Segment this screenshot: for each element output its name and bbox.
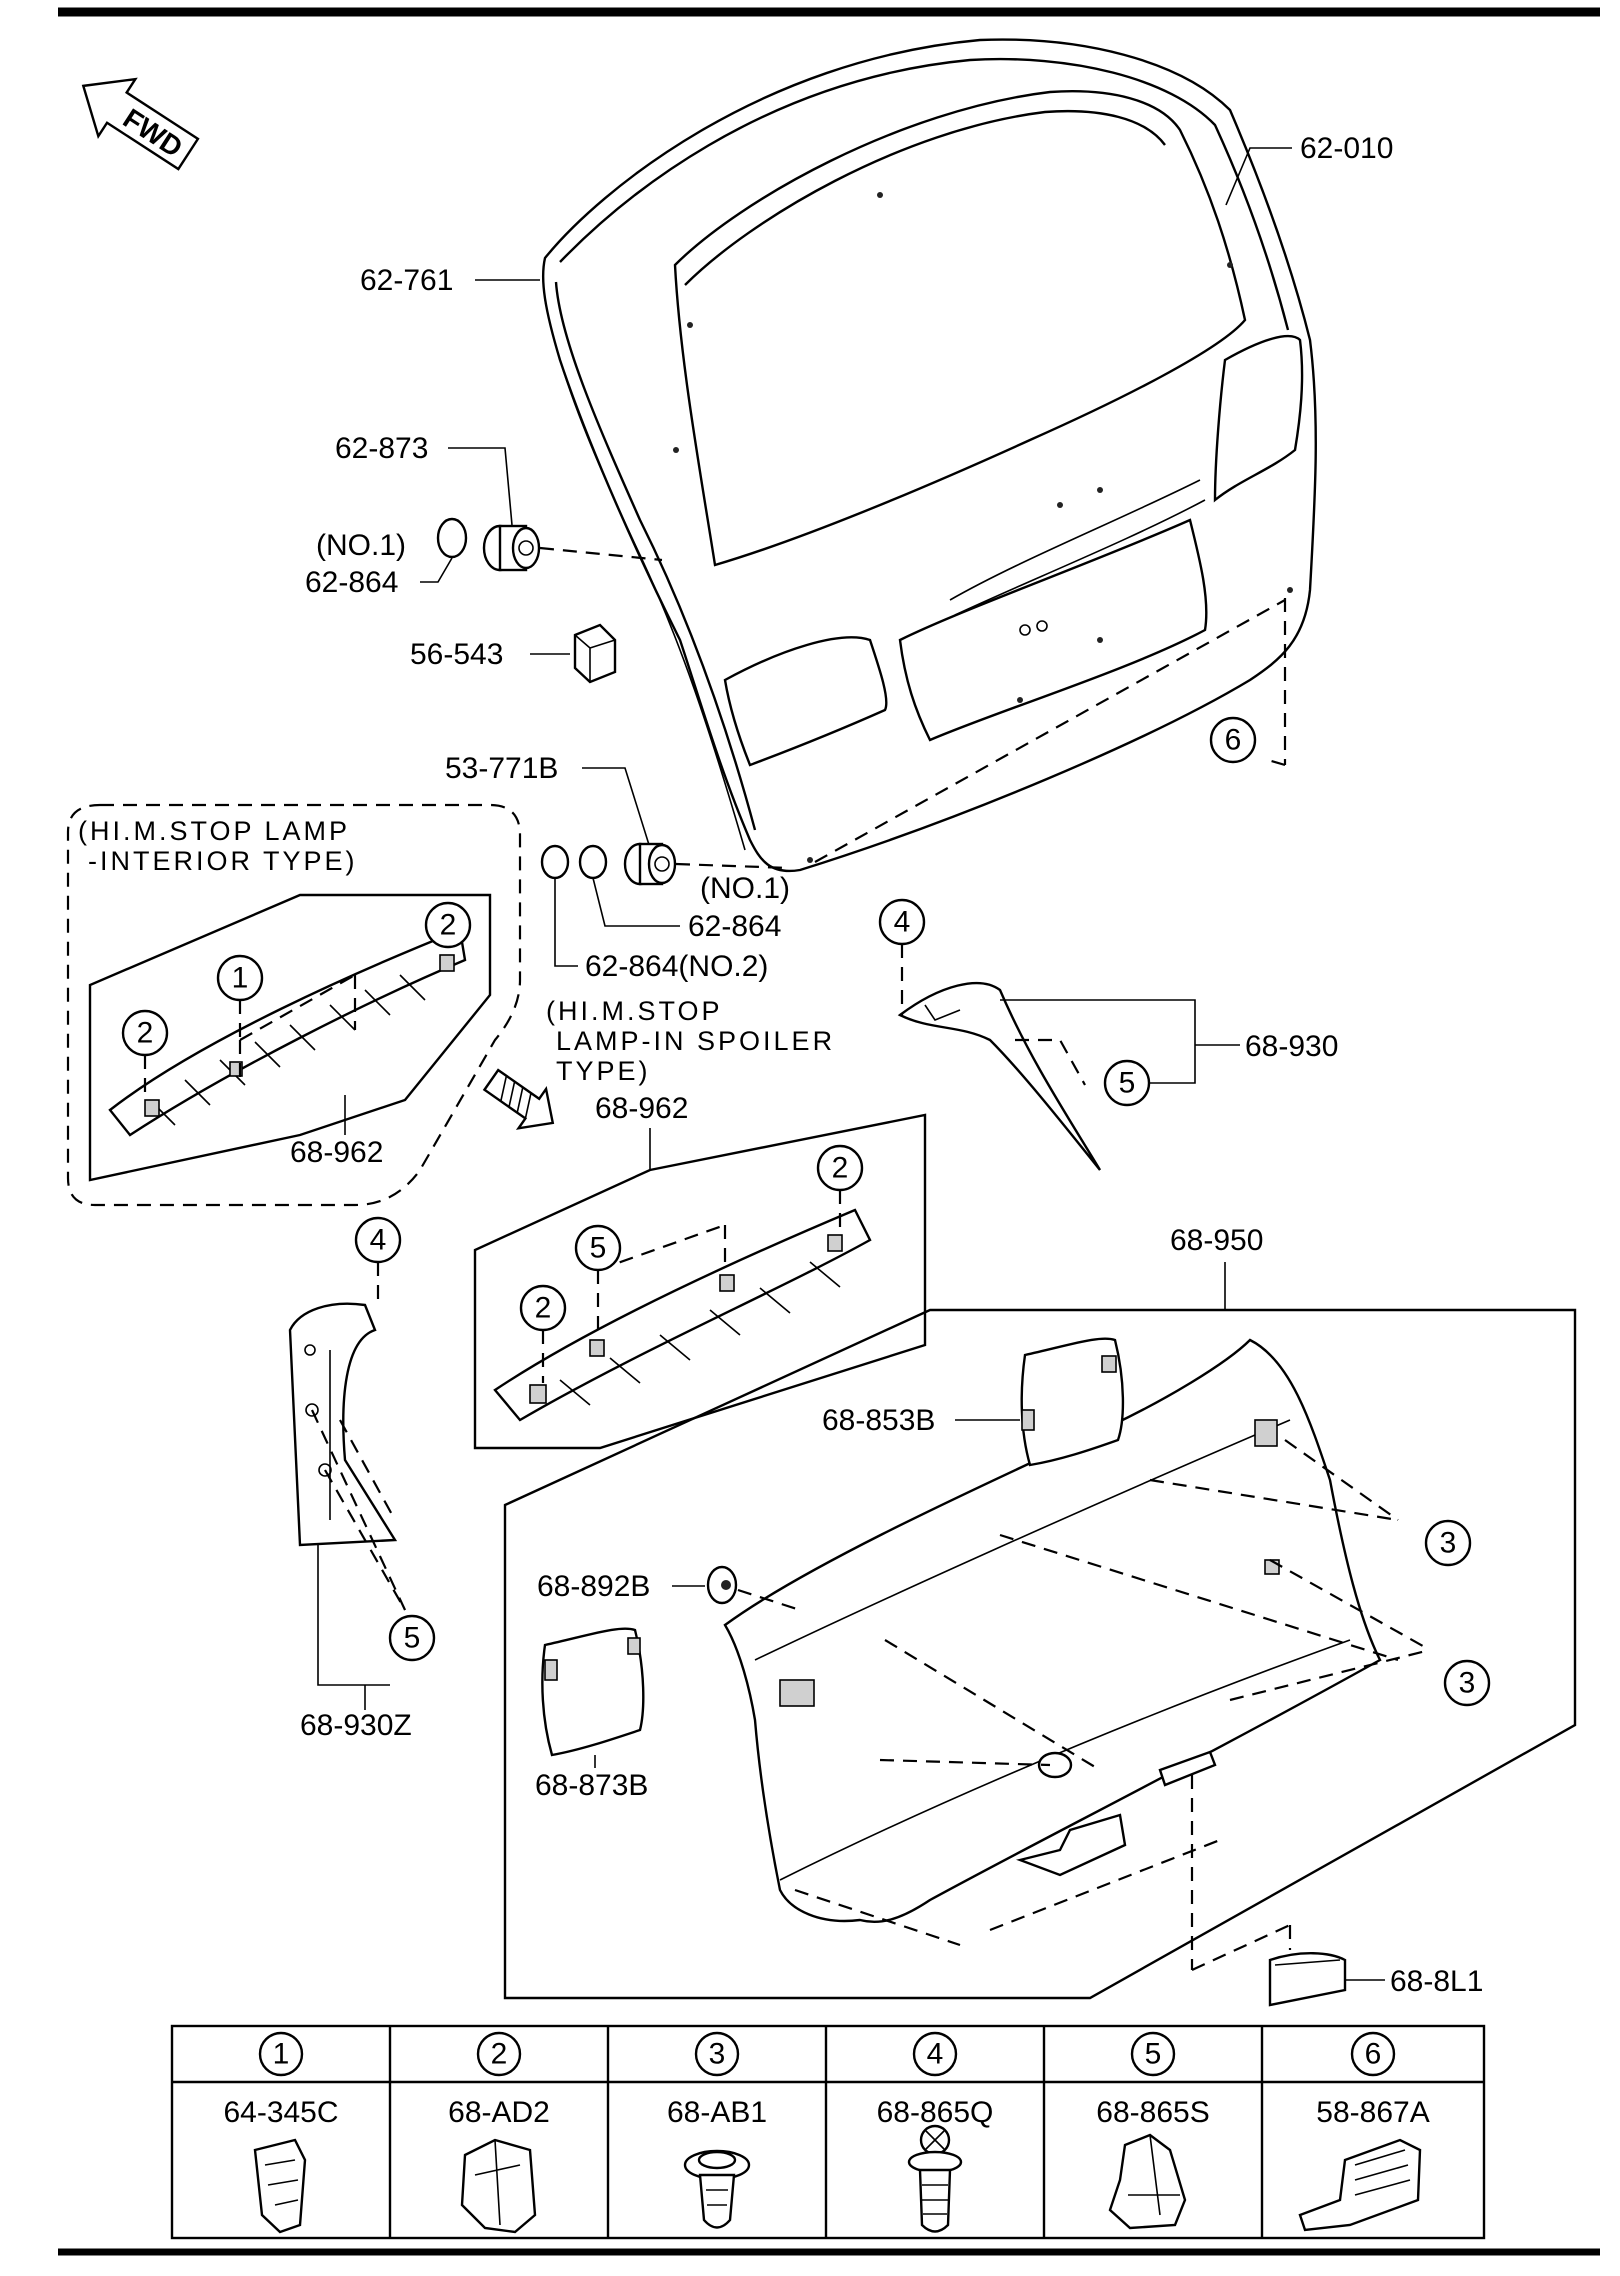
marker-2-interior-left: 2 xyxy=(137,1017,154,1050)
direction-arrow-icon xyxy=(482,1068,555,1130)
callout-68-930: 68-930 xyxy=(1245,1030,1338,1063)
fwd-arrow-icon: FWD xyxy=(81,77,200,171)
table-header-4: 4 xyxy=(927,2038,944,2071)
callout-62-864-mid: 62-864 xyxy=(688,910,781,943)
interior-garnish-part xyxy=(108,928,467,1137)
callout-62-864-top: 62-864 xyxy=(305,566,398,599)
note-interior-line1: (HI.M.STOP LAMP xyxy=(78,816,350,846)
license-lamp-part xyxy=(1268,1952,1347,2007)
marker-2-spoiler-right: 2 xyxy=(832,1152,849,1185)
marker-2-interior-right: 2 xyxy=(440,909,457,942)
damper-rubber-icon xyxy=(482,524,541,572)
liftgate-panel xyxy=(541,38,1317,873)
marker-4-lower: 4 xyxy=(370,1224,387,1257)
stopper-rubber-icon xyxy=(623,842,677,886)
note-spoiler-line1: (HI.M.STOP xyxy=(546,996,723,1026)
callout-56-543: 56-543 xyxy=(410,638,503,671)
note-interior-line2: -INTERIOR TYPE) xyxy=(88,846,358,876)
clip-68-865s-icon xyxy=(1108,2133,1187,2230)
callout-62-864-top-no: (NO.1) xyxy=(316,529,406,562)
clip-68-ad2-icon xyxy=(460,2138,537,2234)
marker-5-upper: 5 xyxy=(1119,1067,1136,1100)
plug-no1-icon xyxy=(578,844,608,880)
table-header-3: 3 xyxy=(709,2038,726,2071)
cover-853b-part xyxy=(1020,1337,1125,1467)
table-header-6: 6 xyxy=(1365,2038,1382,2071)
clip-58-867a-icon xyxy=(1298,2138,1422,2232)
note-spoiler-line2: LAMP-IN SPOILER xyxy=(556,1026,835,1056)
plug-icon xyxy=(436,517,468,559)
table-part-2: 68-AD2 xyxy=(448,2096,550,2129)
callout-68-892b: 68-892B xyxy=(537,1570,650,1603)
clip-64-345c-icon xyxy=(253,2138,307,2234)
spoiler-lamp-panel-frame xyxy=(473,1113,927,1450)
marker-5-spoiler: 5 xyxy=(590,1232,607,1265)
table-part-6: 58-867A xyxy=(1316,2096,1429,2129)
callout-68-873b: 68-873B xyxy=(535,1769,648,1802)
marker-3-upper: 3 xyxy=(1440,1527,1457,1560)
bolt-68-865q-icon xyxy=(907,2124,963,2233)
callout-68-962-interior: 68-962 xyxy=(290,1136,383,1169)
interior-type-box xyxy=(66,803,522,1207)
table-header-5: 5 xyxy=(1145,2038,1162,2071)
callout-68-930z: 68-930Z xyxy=(300,1709,412,1742)
pad-icon xyxy=(573,623,617,684)
table-part-4: 68-865Q xyxy=(877,2096,994,2129)
spoiler-garnish-part xyxy=(493,1208,872,1422)
callout-62-864-mid-no: (NO.1) xyxy=(700,872,790,905)
plug-no2-icon xyxy=(540,844,570,880)
marker-2-spoiler-left: 2 xyxy=(535,1292,552,1325)
clip-892b-part xyxy=(706,1565,738,1605)
callout-62-761: 62-761 xyxy=(360,264,453,297)
marker-4-upper: 4 xyxy=(894,906,911,939)
side-trim-upper-part xyxy=(897,982,1102,1171)
callout-68-853b: 68-853B xyxy=(822,1404,935,1437)
callout-53-771b: 53-771B xyxy=(445,752,558,785)
cover-873b-part xyxy=(541,1627,645,1757)
callout-68-950: 68-950 xyxy=(1170,1224,1263,1257)
note-spoiler-line3: TYPE) xyxy=(556,1056,651,1086)
table-part-1: 64-345C xyxy=(223,2096,338,2129)
table-part-5: 68-865S xyxy=(1096,2096,1209,2129)
table-part-3: 68-AB1 xyxy=(667,2096,767,2129)
callout-68-962-spoiler: 68-962 xyxy=(595,1092,688,1125)
table-header-1: 1 xyxy=(273,2038,290,2071)
callout-62-864-no2: 62-864(NO.2) xyxy=(585,950,768,983)
callout-62-010: 62-010 xyxy=(1300,132,1393,165)
fastener-table: 1 2 3 4 5 6 64-345C 68-AD2 68-AB1 68-865… xyxy=(170,2024,1486,2240)
clip-68-ab1-icon xyxy=(683,2149,751,2229)
marker-3-lower: 3 xyxy=(1459,1667,1476,1700)
trim-panel-frame xyxy=(503,1308,1577,2000)
interior-lamp-panel-frame xyxy=(88,893,492,1182)
marker-6-liftgate: 6 xyxy=(1225,724,1242,757)
table-header-2: 2 xyxy=(491,2038,508,2071)
callout-62-873: 62-873 xyxy=(335,432,428,465)
marker-1-interior: 1 xyxy=(232,962,249,995)
callout-68-8l1: 68-8L1 xyxy=(1390,1965,1483,1998)
marker-5-lower: 5 xyxy=(404,1622,421,1655)
